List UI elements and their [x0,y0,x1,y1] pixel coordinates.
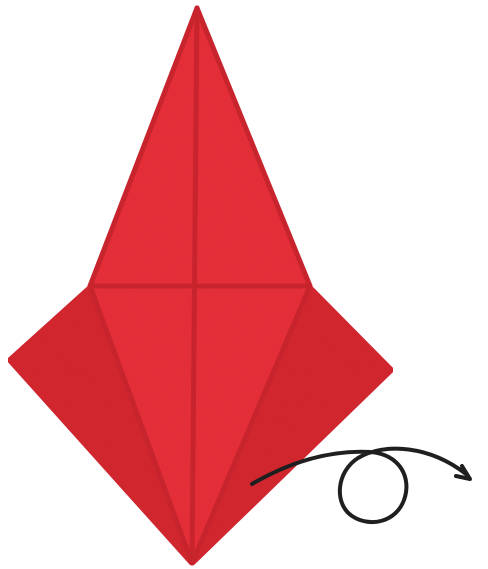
origami-figure [0,0,488,569]
origami-diagram [0,0,488,569]
